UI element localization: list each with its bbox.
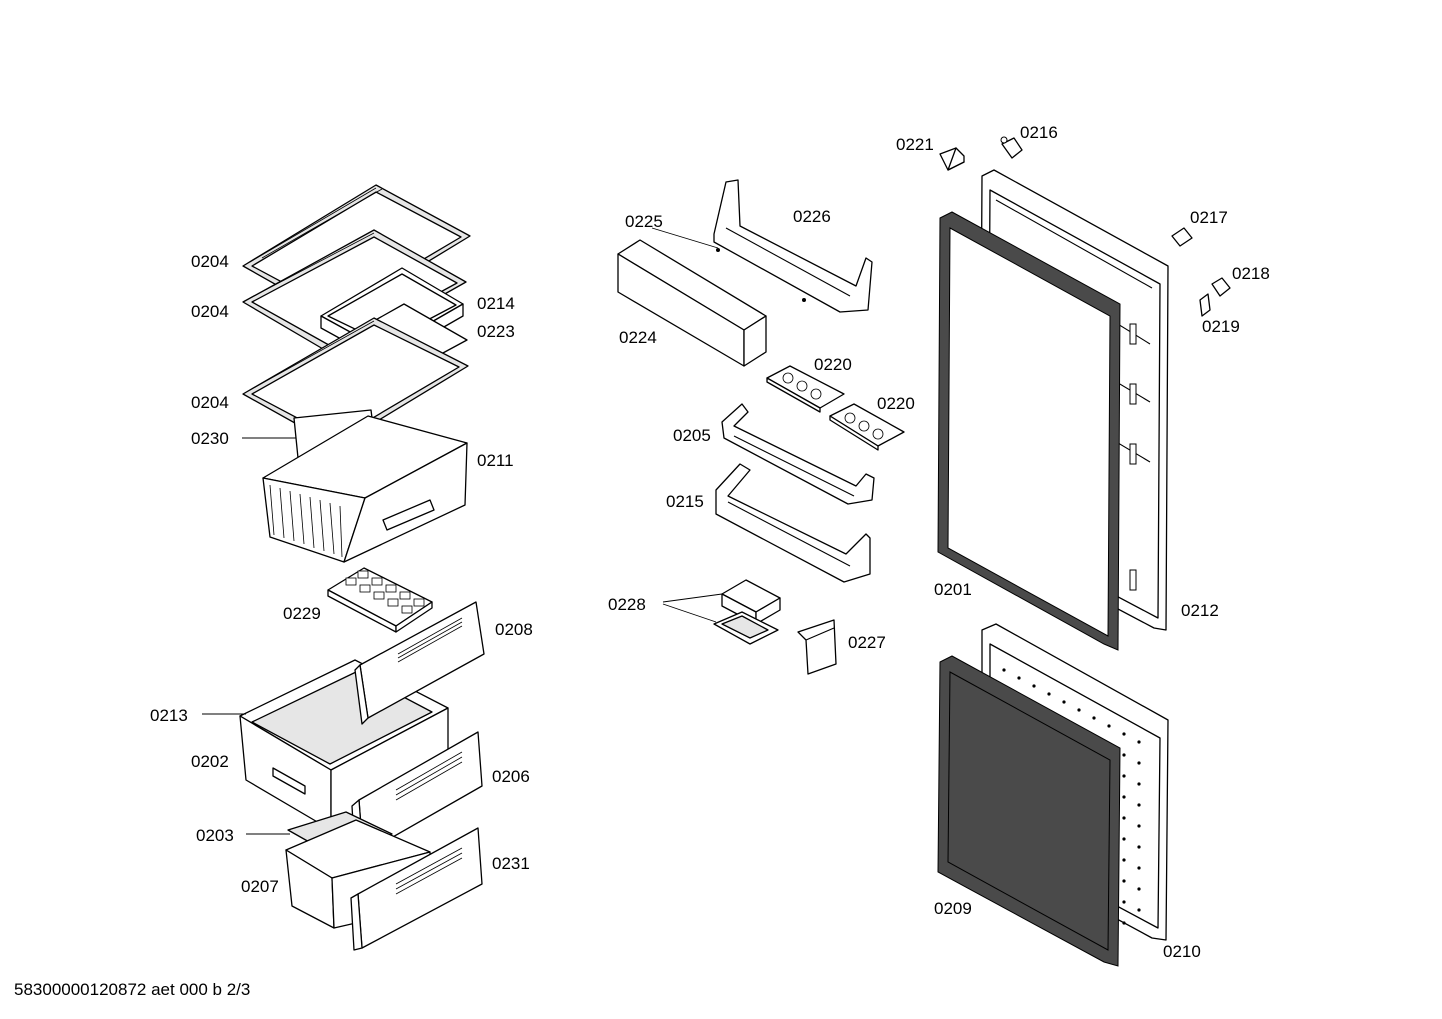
label-0228: 0228: [608, 595, 646, 614]
label-0217: 0217: [1190, 208, 1228, 227]
liner-dot: [1122, 774, 1126, 778]
liner-dot: [1137, 803, 1141, 807]
liner-dot: [1122, 816, 1126, 820]
liner-dot: [1122, 837, 1126, 841]
label-0225: 0225: [625, 212, 663, 231]
label-0203: 0203: [196, 826, 234, 845]
door-shelf-middle: [721, 403, 875, 505]
liner-dot: [1137, 887, 1141, 891]
label-0207: 0207: [241, 877, 279, 896]
label-0220-lower: 0220: [877, 394, 915, 413]
dairy-lid: [617, 239, 806, 367]
liner-dot: [1137, 782, 1141, 786]
fridge-door-gasket: [937, 211, 1121, 651]
liner-dot: [1122, 879, 1126, 883]
label-0227: 0227: [848, 633, 886, 652]
liner-dot: [1137, 845, 1141, 849]
liner-dot: [1122, 753, 1126, 757]
label-0221: 0221: [896, 135, 934, 154]
liner-dot: [1002, 668, 1006, 672]
liner-dot: [1062, 700, 1066, 704]
label-0216: 0216: [1020, 123, 1058, 142]
label-0211: 0211: [477, 451, 514, 470]
liner-dot: [1122, 921, 1126, 925]
label-0218: 0218: [1232, 264, 1270, 283]
crisper-drawer: [262, 409, 468, 563]
label-0210: 0210: [1163, 942, 1201, 961]
small-container: [713, 579, 781, 645]
door-shelf-top: [713, 179, 873, 313]
hinge-part-cap: [1199, 293, 1211, 317]
label-0215: 0215: [666, 492, 704, 511]
liner-dot: [1137, 824, 1141, 828]
label-0202: 0202: [191, 752, 229, 771]
label-0209: 0209: [934, 899, 972, 918]
freezer-drawer-bottom: [285, 811, 483, 951]
part-labels: 0204 0204 0204 0214 0223 0230 0211 0229 …: [150, 123, 1270, 961]
label-0229: 0229: [283, 604, 321, 623]
label-0213: 0213: [150, 706, 188, 725]
hinge-part-side: [1171, 227, 1193, 247]
drawing-reference-footer: 58300000120872 aet 000 b 2/3: [14, 980, 251, 999]
hinge-part-small: [1211, 277, 1231, 297]
freezer-door-gasket: [937, 655, 1121, 967]
label-0208: 0208: [495, 620, 533, 639]
label-0220-upper: 0220: [814, 355, 852, 374]
liner-dot: [1092, 716, 1096, 720]
label-0214: 0214: [477, 294, 515, 313]
label-0219: 0219: [1202, 317, 1240, 336]
label-0230: 0230: [191, 429, 229, 448]
liner-dot: [1137, 908, 1141, 912]
label-0204-middle: 0204: [191, 302, 229, 321]
glass-shelf-middle: [242, 229, 467, 357]
bracket-part: [797, 619, 837, 675]
label-0226: 0226: [793, 207, 831, 226]
label-0204-lower: 0204: [191, 393, 229, 412]
label-0205: 0205: [673, 426, 711, 445]
liner-dot: [1122, 858, 1126, 862]
liner-dot: [1137, 740, 1141, 744]
label-0212: 0212: [1181, 601, 1219, 620]
liner-dot: [1122, 795, 1126, 799]
hinge-part-top: [1000, 136, 1023, 159]
liner-dot: [1137, 761, 1141, 765]
liner-dot: [1047, 692, 1051, 696]
hinge-cover-part: [939, 147, 965, 171]
label-0231: 0231: [492, 854, 530, 873]
liner-dot: [1077, 708, 1081, 712]
egg-tray-2: [829, 403, 905, 451]
liner-dot: [1122, 732, 1126, 736]
label-0204-top: 0204: [191, 252, 229, 271]
liner-dot: [1107, 724, 1111, 728]
liner-dot: [1137, 866, 1141, 870]
bottle-shelf: [715, 463, 871, 583]
egg-tray-1: [766, 365, 845, 413]
ice-cube-tray: [327, 567, 433, 633]
liner-dot: [1032, 684, 1036, 688]
leader-lines: [202, 227, 723, 835]
label-0224: 0224: [619, 328, 657, 347]
label-0206: 0206: [492, 767, 530, 786]
liner-dot: [1122, 900, 1126, 904]
label-0201: 0201: [934, 580, 972, 599]
liner-dot: [1017, 676, 1021, 680]
label-0223: 0223: [477, 322, 515, 341]
